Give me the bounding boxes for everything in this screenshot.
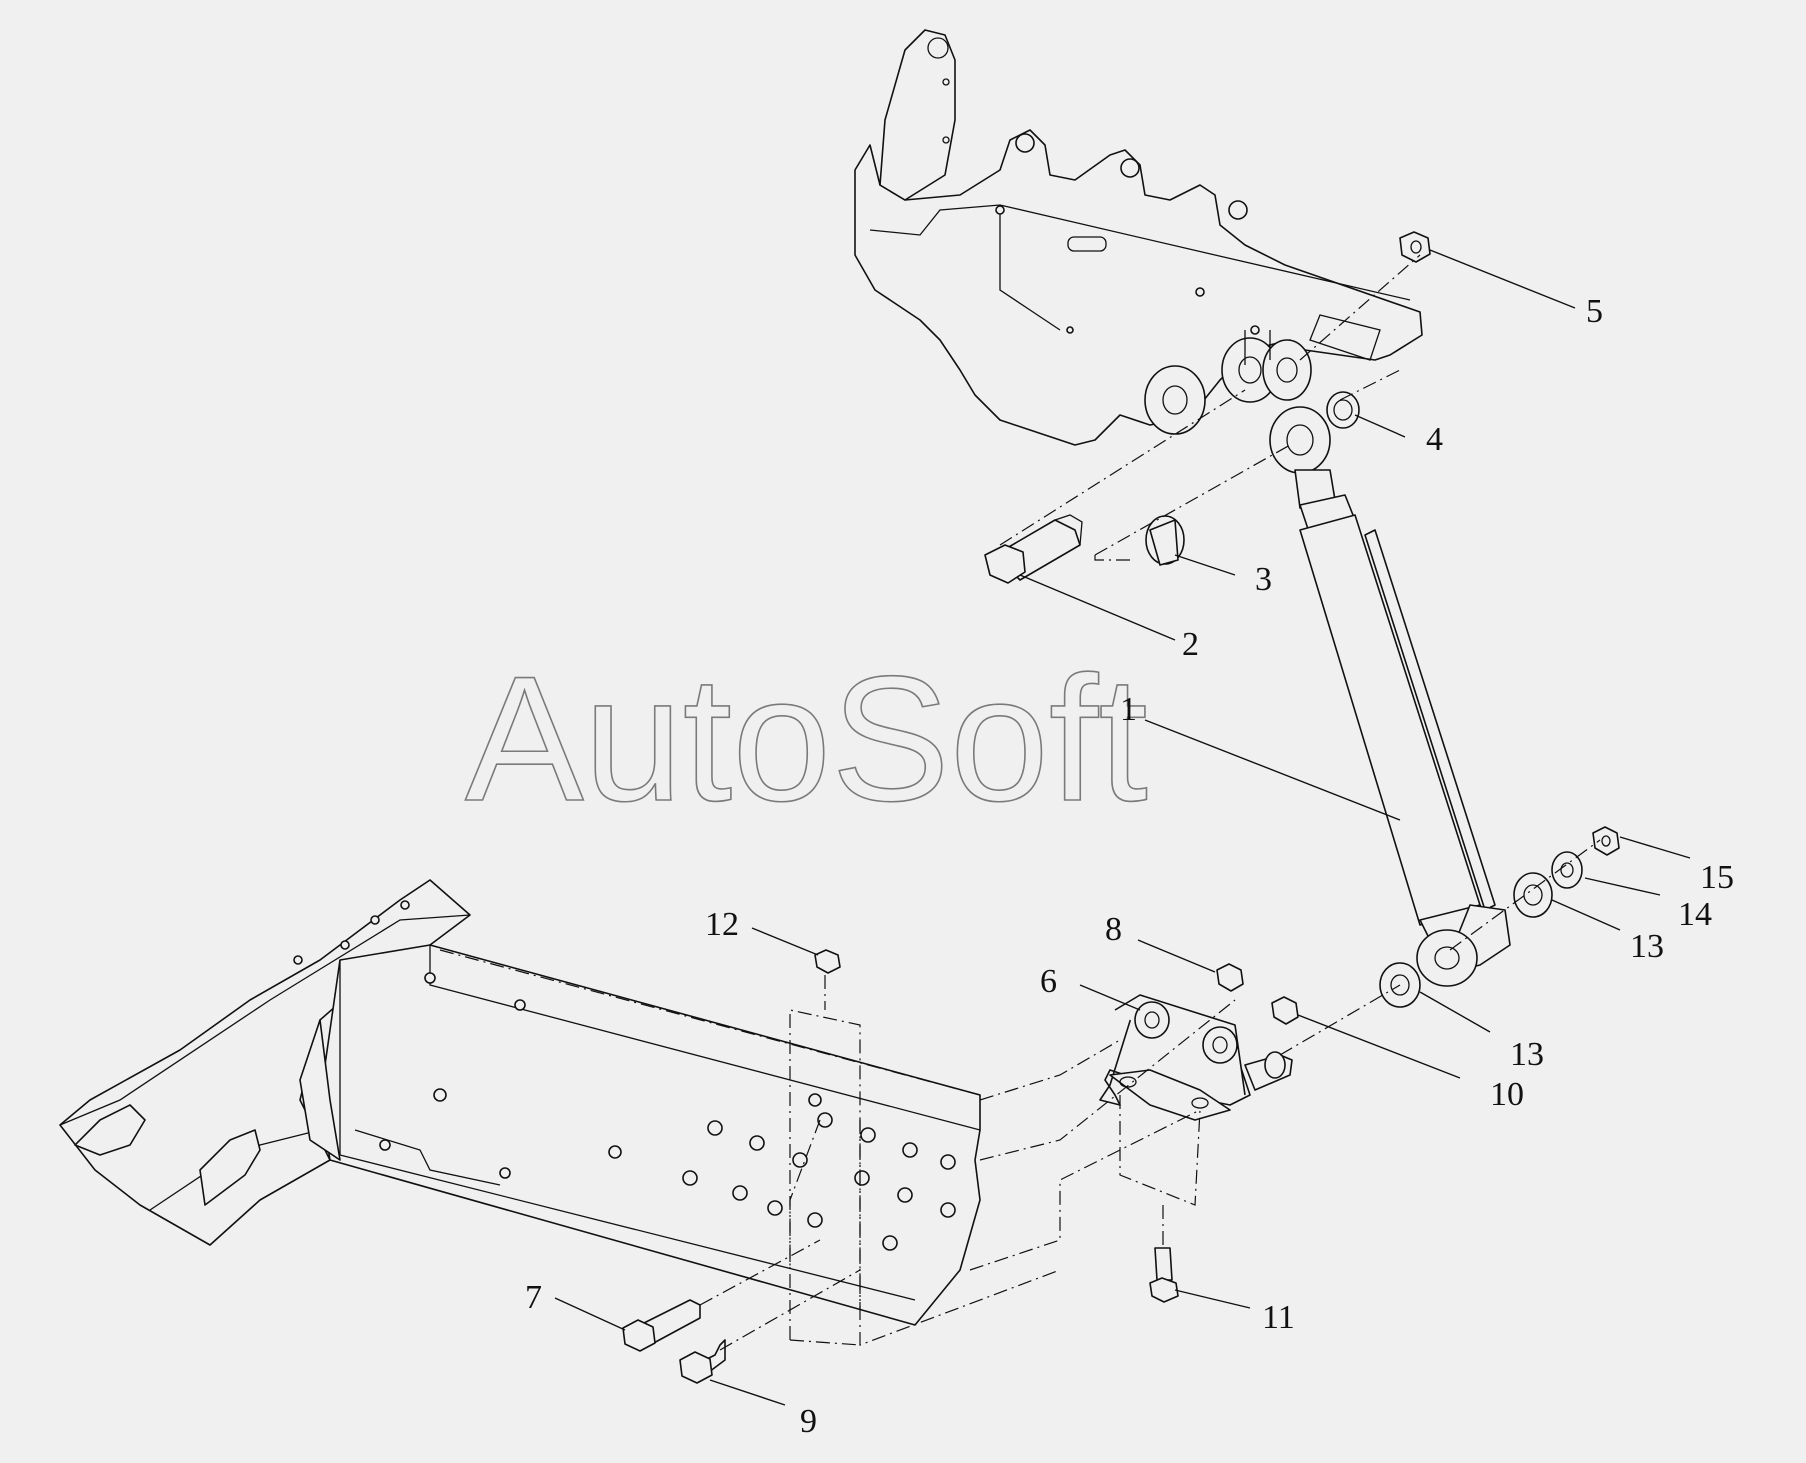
callout-13-lower: 13: [1510, 1036, 1544, 1073]
callout-10: 10: [1490, 1076, 1524, 1113]
frame-rail: [59, 879, 981, 1326]
callout-9: 9: [800, 1403, 817, 1440]
callout-6: 6: [1040, 963, 1057, 1000]
callout-12: 12: [705, 906, 739, 943]
sleeve-3: [1145, 515, 1185, 566]
nut-15: [1592, 826, 1620, 856]
bolt-11: [1149, 1247, 1179, 1303]
bolt-2: [984, 514, 1083, 584]
callout-3: 3: [1255, 561, 1272, 598]
callout-7: 7: [525, 1279, 542, 1316]
lower-bracket-6: [1099, 994, 1293, 1121]
callout-2: 2: [1182, 626, 1199, 663]
bolt-9: [679, 1339, 726, 1384]
watermark-text: AutoSoft: [465, 639, 1148, 838]
callout-leaders: [554, 249, 1691, 1406]
nut-5: [1399, 231, 1431, 263]
callout-8: 8: [1105, 911, 1122, 948]
washer-13-upper: [1513, 872, 1553, 918]
callout-15: 15: [1700, 859, 1734, 896]
washer-4: [1326, 391, 1360, 429]
callout-4: 4: [1426, 421, 1443, 458]
callout-5: 5: [1586, 293, 1603, 330]
frame-rail-holes: [293, 900, 956, 1251]
nut-12: [814, 949, 841, 974]
callout-14: 14: [1678, 896, 1712, 933]
shock-absorber: [1269, 406, 1511, 987]
callout-1: 1: [1120, 691, 1137, 728]
bolt-7: [622, 1299, 701, 1352]
callout-labels: 1 2 3 4 5 6 7 8 9 10 11 12 13 13 14 15: [525, 293, 1734, 1440]
washer-14: [1551, 851, 1583, 889]
callout-13-upper: 13: [1630, 928, 1664, 965]
nut-8: [1216, 963, 1244, 992]
assembly-lines: [439, 254, 1601, 1351]
upper-bracket: [854, 29, 1423, 446]
nut-10: [1271, 996, 1299, 1025]
callout-11: 11: [1262, 1299, 1295, 1336]
